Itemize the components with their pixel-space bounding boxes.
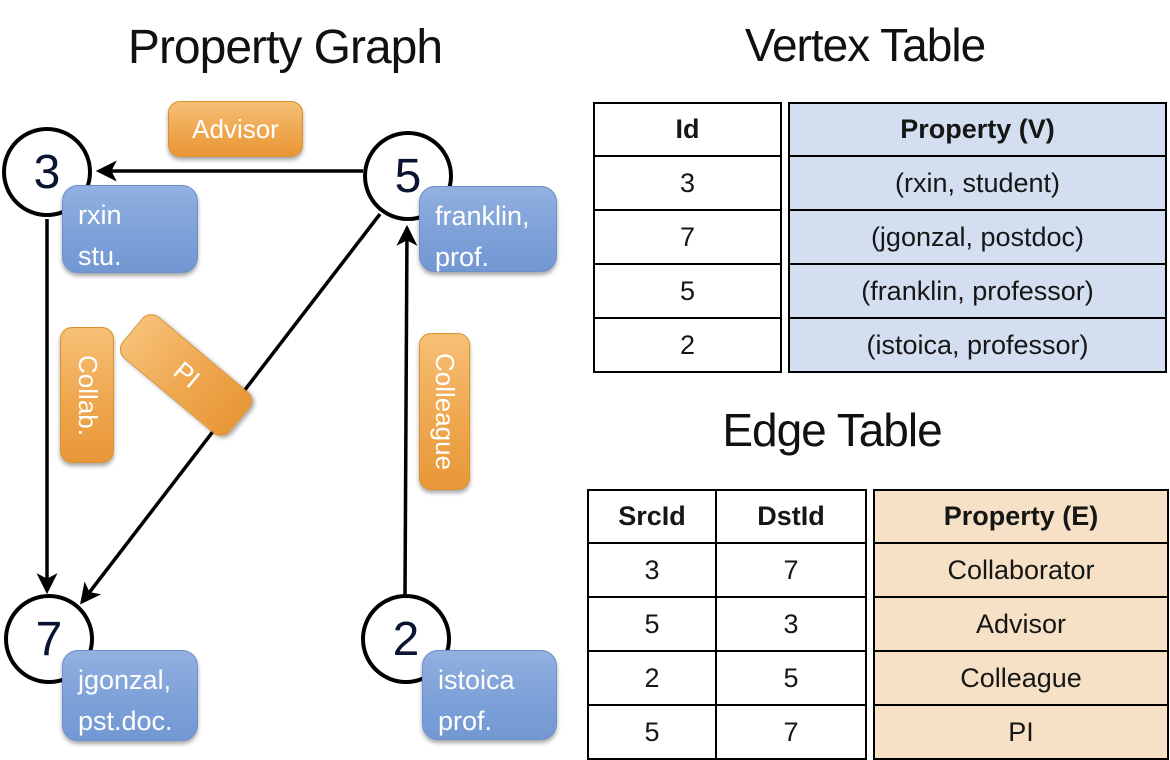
graph-node-5: 5 — [363, 131, 453, 221]
vertex-property-cell: (franklin, professor) — [788, 263, 1167, 319]
edge-2-to-5 — [396, 224, 418, 596]
vertex-label-istoica-line1: istoica — [438, 665, 515, 695]
vertex-id-cell: 3 — [593, 155, 782, 211]
vertex-label-franklin-line2: prof. — [435, 241, 490, 272]
table-row: Colleague — [873, 650, 1169, 706]
vertex-label-istoica: istoica prof. — [422, 650, 557, 740]
vertex-label-franklin-line1: franklin, — [435, 201, 530, 231]
table-row: Advisor — [873, 596, 1169, 652]
table-row: (jgonzal, postdoc) — [788, 209, 1167, 265]
edge-dstid-cell: 5 — [715, 650, 867, 706]
vertex-property-table: Property (V) (rxin, student) (jgonzal, p… — [788, 102, 1167, 373]
edge-srcid-cell: 3 — [587, 542, 717, 598]
table-row: (istoica, professor) — [788, 317, 1167, 373]
edge-property-cell: PI — [873, 704, 1169, 760]
edge-property-cell: Advisor — [873, 596, 1169, 652]
edge-label-pi-text: PI — [167, 355, 206, 395]
edge-srcid-cell: 5 — [587, 704, 717, 760]
vertex-property-cell: (jgonzal, postdoc) — [788, 209, 1167, 265]
vertex-table: Id 3 7 5 2 Property (V) (rxin, student) … — [593, 102, 1167, 373]
edge-label-advisor-text: Advisor — [192, 113, 279, 144]
property-graph-title: Property Graph — [127, 21, 443, 74]
edge-label-colleague-text: Colleague — [430, 352, 460, 471]
edge-src-dst-table: SrcId DstId 3 7 5 3 2 5 5 7 — [587, 489, 867, 760]
vertex-label-franklin: franklin, prof. — [419, 186, 557, 272]
node-7-id: 7 — [35, 612, 63, 666]
edge-dstid-cell: 7 — [715, 704, 867, 760]
edge-label-advisor: Advisor — [168, 101, 303, 157]
edge-table: SrcId DstId 3 7 5 3 2 5 5 7 Property (E)… — [587, 489, 1169, 760]
table-row: Collaborator — [873, 542, 1169, 598]
edge-property-table: Property (E) Collaborator Advisor Collea… — [873, 489, 1169, 760]
node-5-id: 5 — [394, 149, 422, 203]
table-row: 5 — [593, 263, 782, 319]
table-row: 5 3 — [587, 596, 867, 652]
vertex-id-cell: 5 — [593, 263, 782, 319]
vertex-id-table: Id 3 7 5 2 — [593, 102, 782, 373]
node-3-id: 3 — [33, 145, 61, 199]
edge-srcid-header: SrcId — [587, 489, 717, 544]
edge-property-cell: Collaborator — [873, 542, 1169, 598]
vertex-property-header: Property (V) — [788, 102, 1167, 157]
vertex-label-rxin: rxin stu. — [62, 185, 198, 273]
edge-srcid-cell: 2 — [587, 650, 717, 706]
table-row: 2 5 — [587, 650, 867, 706]
vertex-label-istoica-line2: prof. — [438, 705, 493, 736]
vertex-label-rxin-line1: rxin — [78, 200, 122, 230]
table-row: 7 — [593, 209, 782, 265]
vertex-table-title: Vertex Table — [744, 19, 986, 71]
edge-dstid-header: DstId — [715, 489, 867, 544]
vertex-id-header: Id — [593, 102, 782, 157]
graph-node-2: 2 — [361, 594, 451, 684]
edge-dstid-cell: 3 — [715, 596, 867, 652]
table-row: (rxin, student) — [788, 155, 1167, 211]
table-row: 3 7 — [587, 542, 867, 598]
vertex-label-rxin-line2: stu. — [78, 240, 122, 271]
edge-property-header: Property (E) — [873, 489, 1169, 544]
edge-label-colleague: Colleague — [419, 333, 470, 490]
node-2-id: 2 — [392, 612, 420, 666]
edge-label-collab-text: Collab. — [72, 354, 103, 436]
edge-label-collab: Collab. — [60, 327, 114, 463]
vertex-label-jgonzal-line1: jgonzal, — [78, 665, 172, 695]
vertex-property-cell: (rxin, student) — [788, 155, 1167, 211]
table-row: PI — [873, 704, 1169, 760]
edge-property-cell: Colleague — [873, 650, 1169, 706]
edge-dstid-cell: 7 — [715, 542, 867, 598]
table-row: 2 — [593, 317, 782, 373]
vertex-id-cell: 7 — [593, 209, 782, 265]
table-row: (franklin, professor) — [788, 263, 1167, 319]
table-row: 5 7 — [587, 704, 867, 760]
vertex-label-jgonzal: jgonzal, pst.doc. — [62, 650, 198, 741]
vertex-property-cell: (istoica, professor) — [788, 317, 1167, 373]
edge-table-title: Edge Table — [722, 404, 942, 456]
vertex-label-jgonzal-line2: pst.doc. — [78, 705, 173, 736]
table-row: 3 — [593, 155, 782, 211]
edge-srcid-cell: 5 — [587, 596, 717, 652]
vertex-id-cell: 2 — [593, 317, 782, 373]
